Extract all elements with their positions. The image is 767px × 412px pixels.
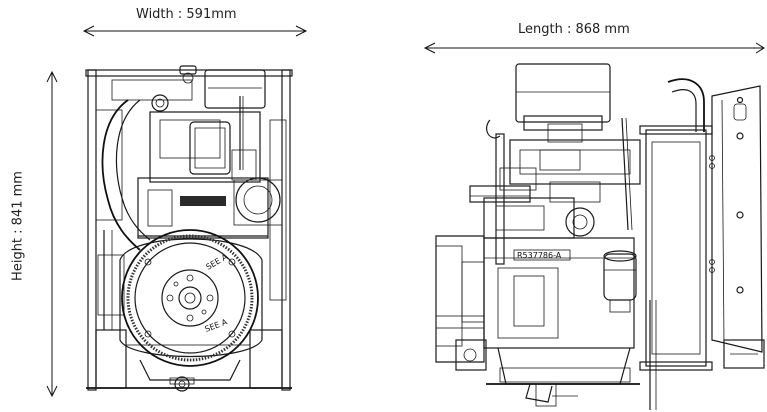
engine-front-view: SEE A SEE A — [85, 65, 293, 392]
engine-side-view: R537786-A — [435, 63, 765, 410]
svg-text:SEE A: SEE A — [205, 252, 230, 272]
length-dimension-arrow — [423, 42, 765, 54]
length-dimension-label: Length : 868 mm — [518, 22, 630, 37]
width-dimension-label: Width : 591mm — [136, 7, 237, 22]
part-number-label: R537786-A — [517, 251, 562, 260]
height-dimension-arrow — [46, 70, 58, 398]
width-dimension-arrow — [82, 25, 308, 37]
